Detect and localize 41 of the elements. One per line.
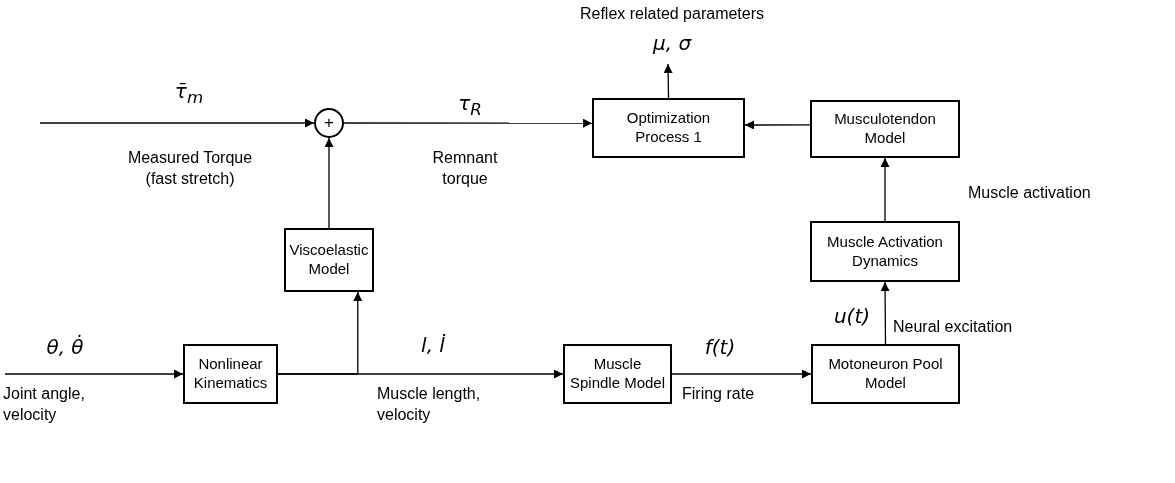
signal-label: Reflex related parameters [578,4,766,24]
arrow [343,118,593,128]
arrow [4,369,184,379]
edge-label: u(t) [833,303,871,330]
node-label: Muscle Activation Dynamics [826,232,944,271]
edge-label: μ, σ [652,30,692,57]
process-box [810,100,960,158]
edge-label: f(t) [704,334,736,361]
signal-label: Neural excitation [893,317,1014,337]
signal-label: Muscle length, velocity [377,384,482,425]
edge-label: τ̄$_{m}$ [174,78,204,109]
signal-label: Muscle activation [968,183,1092,203]
node-label: Nonlinear Kinematics [192,355,269,393]
arrow [324,137,334,229]
arrow [880,281,890,345]
process-box [592,98,745,158]
node-label: Motoneuron Pool Model [827,355,944,393]
arrow [671,369,812,379]
process-box [563,344,672,404]
signal-label: Firing rate [682,384,756,404]
edge-label: l, l̇ [421,332,445,359]
signal-label: Measured Torque (fast stretch) [126,148,254,189]
node-label: Optimization Process 1 [625,109,712,147]
signal-label: Joint angle, velocity [3,384,86,425]
arrow [744,120,811,130]
edge-label: θ, θ̇ [46,333,84,361]
summing-junction [314,108,344,138]
arrow [277,291,363,375]
process-box [183,344,278,404]
node-label: Musculotendon Model [833,110,937,148]
process-box [810,221,960,282]
process-box [284,228,374,292]
arrow [663,63,673,99]
node-label: Muscle Spindle Model [569,355,666,393]
arrow [880,157,890,222]
node-label: Viscoelastic Model [289,241,369,279]
process-box [811,344,960,404]
node-label: + [324,112,334,134]
arrow [39,118,315,128]
signal-label: Remnant torque [431,148,499,189]
edge-label: τ$_{R}$ [458,90,482,121]
